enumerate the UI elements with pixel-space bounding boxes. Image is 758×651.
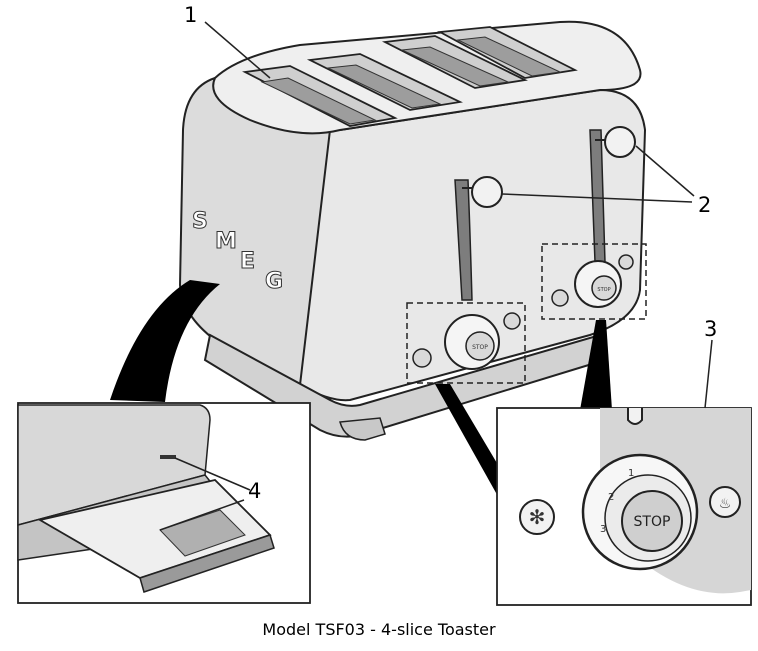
leader-line-2b bbox=[635, 145, 695, 197]
stop-button-right bbox=[591, 275, 617, 301]
leader-line-4a bbox=[174, 457, 251, 491]
logo-letter-m: M bbox=[215, 229, 237, 254]
toaster-foot bbox=[339, 417, 386, 441]
reheat-button-right bbox=[618, 254, 634, 270]
defrost-button-left bbox=[412, 348, 432, 368]
callout-1: 1 bbox=[184, 3, 197, 27]
leader-line-1 bbox=[204, 21, 271, 79]
stop-button-inset bbox=[621, 490, 683, 552]
stop-label-inset: STOP bbox=[634, 514, 671, 530]
stop-button-left bbox=[465, 331, 495, 361]
dial-number-2: 2 bbox=[608, 492, 614, 503]
leader-line-3 bbox=[704, 339, 713, 409]
lever-knob-left bbox=[471, 176, 503, 208]
inset-toaster-side bbox=[17, 404, 211, 526]
reheat-button-left bbox=[503, 312, 521, 330]
defrost-button-inset bbox=[519, 499, 555, 535]
inset-controls: ✻ STOP 1 2 3 ♨ bbox=[496, 407, 752, 606]
dial-number-3: 3 bbox=[600, 524, 606, 535]
dial-number-1: 1 bbox=[628, 468, 634, 479]
reheat-button-inset bbox=[709, 486, 741, 518]
control-panel-left: STOP bbox=[406, 302, 526, 384]
diagram-caption: Model TSF03 - 4-slice Toaster bbox=[262, 620, 496, 639]
logo-letter-s: S bbox=[192, 209, 208, 234]
slot-1-inner bbox=[260, 77, 377, 125]
slot-3-inner bbox=[400, 46, 510, 87]
control-panel-right: STOP bbox=[541, 243, 647, 320]
crumb-tray-handle bbox=[139, 534, 275, 593]
callout-2: 2 bbox=[698, 193, 711, 217]
bread-slots bbox=[242, 26, 578, 127]
leader-line-4b bbox=[159, 499, 245, 531]
snowflake-icon: ✻ bbox=[529, 505, 546, 529]
crumb-tray-bottom bbox=[159, 509, 246, 557]
defrost-button-right bbox=[551, 289, 569, 307]
lever-knob-right bbox=[604, 126, 636, 158]
stop-label-right: STOP bbox=[597, 287, 610, 293]
control-highlight-right bbox=[541, 243, 647, 320]
slot-2-inner bbox=[326, 64, 442, 109]
callout-3: 3 bbox=[704, 317, 717, 341]
inset-crumb-tray bbox=[17, 402, 311, 604]
bagel-button-inset bbox=[627, 408, 643, 425]
logo-letter-g: G bbox=[265, 269, 283, 294]
logo-letter-e: E bbox=[240, 249, 255, 274]
crumb-tray-slot-mark bbox=[160, 455, 176, 459]
lever-track-left bbox=[454, 179, 473, 301]
reheat-icon: ♨ bbox=[719, 496, 732, 512]
smeg-logo: S M E G bbox=[192, 209, 284, 295]
slot-4-inner bbox=[456, 36, 562, 77]
lever-right bbox=[589, 126, 636, 263]
lever-left bbox=[454, 176, 503, 301]
control-highlight-left bbox=[406, 302, 526, 384]
leader-line-2a bbox=[501, 193, 693, 203]
pointer-crumb-tray bbox=[110, 280, 220, 402]
stop-label-left: STOP bbox=[472, 344, 488, 351]
pointer-left-controls bbox=[435, 384, 510, 500]
callout-4: 4 bbox=[248, 479, 261, 503]
pointer-right-controls bbox=[580, 320, 612, 410]
